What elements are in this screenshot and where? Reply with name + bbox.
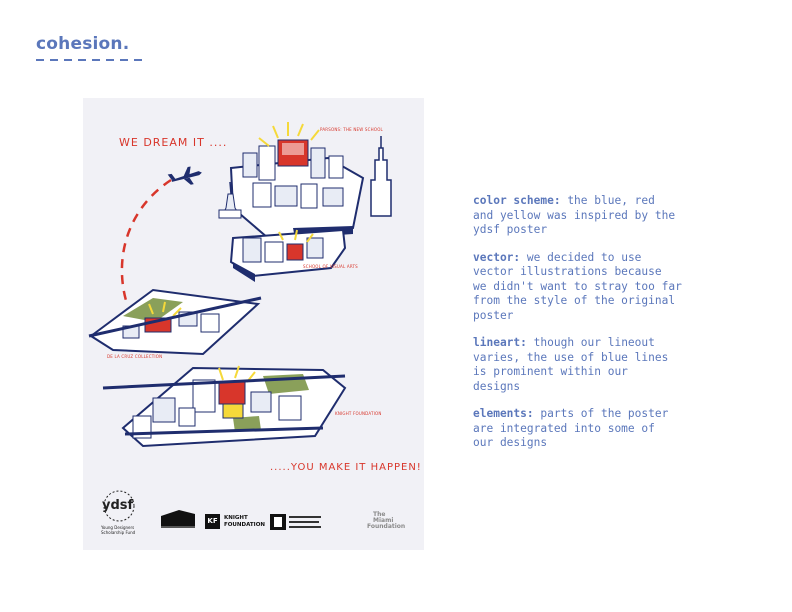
note-line: vector illustrations because xyxy=(473,265,662,278)
note-line: is prominent within our xyxy=(473,365,628,378)
ydsf-mark: ydsf xyxy=(102,498,134,513)
flight-path xyxy=(120,178,172,305)
ydsf-caption-1: Young Designers xyxy=(101,525,135,530)
page-title: cohesion. xyxy=(36,34,130,54)
ydsf-ring-icon xyxy=(103,490,135,522)
partner-logo-square xyxy=(270,514,322,530)
sva-block xyxy=(229,228,347,282)
note-color-scheme: color scheme: the blue, red and yellow w… xyxy=(473,194,713,238)
note-heading: elements: xyxy=(473,407,534,420)
label-knight: KNIGHT FOUNDATION xyxy=(335,411,382,416)
knight-line-1: KNIGHT xyxy=(224,515,248,521)
note-line: ydsf poster xyxy=(473,223,548,236)
headline-bottom: .....YOU MAKE IT HAPPEN! xyxy=(270,462,422,473)
airplane-icon xyxy=(167,166,202,185)
ydsf-logo: ydsf Young Designers Scholarship Fund xyxy=(93,488,145,540)
note-line: designs xyxy=(473,379,521,393)
partner-square-icon xyxy=(270,514,321,530)
partner-logo-building xyxy=(159,510,197,530)
notes-panel: color scheme: the blue, red and yellow w… xyxy=(473,194,713,464)
label-de-la-cruz: DE LA CRUZ COLLECTION xyxy=(107,354,163,359)
building-logo-icon xyxy=(161,510,195,528)
knight-block xyxy=(102,365,347,448)
note-line: we decided to use xyxy=(526,250,642,264)
note-line: parts of the poster xyxy=(540,407,669,420)
miami-line-2: Miami xyxy=(373,517,394,524)
knight-foundation-logo: KF KNIGHT FOUNDATION xyxy=(205,514,265,530)
knight-mark: KF xyxy=(205,514,220,529)
label-parsons: PARSONS: THE NEW SCHOOL xyxy=(320,127,383,132)
note-elements: elements: parts of the poster are integr… xyxy=(473,407,713,451)
note-vector: vector: we decided to use vector illustr… xyxy=(473,251,713,324)
note-line: the blue, red xyxy=(567,194,655,207)
title-underline xyxy=(36,59,142,61)
note-line: poster xyxy=(473,308,514,322)
note-line: are integrated into some of xyxy=(473,421,655,435)
note-line: we didn't want to stray too far xyxy=(473,279,682,293)
ydsf-caption-2: Scholarship Fund xyxy=(101,530,136,535)
miami-line-3: Foundation xyxy=(367,523,406,530)
note-line: our designs xyxy=(473,436,548,449)
note-lineart: lineart: though our lineout varies, the … xyxy=(473,336,713,394)
label-sva: SCHOOL OF VISUAL ARTS xyxy=(303,264,358,269)
knight-line-2: FOUNDATION xyxy=(224,522,265,528)
de-la-cruz-block xyxy=(88,288,262,356)
poster: WE DREAM IT .... PARSONS: THE NEW SCHOOL… xyxy=(83,98,424,550)
miami-foundation-logo: The Miami Foundation xyxy=(367,512,413,532)
nyc-parsons-block xyxy=(218,122,392,240)
note-heading: vector: xyxy=(473,250,521,264)
headline-top: WE DREAM IT .... xyxy=(119,136,228,149)
miami-line-1: The xyxy=(373,511,386,518)
note-line: varies, the use of blue lines xyxy=(473,350,669,364)
note-heading: color scheme: xyxy=(473,194,561,207)
note-line: from the style of the original xyxy=(473,294,676,307)
poster-illustration xyxy=(88,122,392,448)
note-heading: lineart: xyxy=(473,336,527,349)
note-line: though our lineout xyxy=(533,336,655,349)
note-line: and yellow was inspired by the xyxy=(473,208,676,222)
